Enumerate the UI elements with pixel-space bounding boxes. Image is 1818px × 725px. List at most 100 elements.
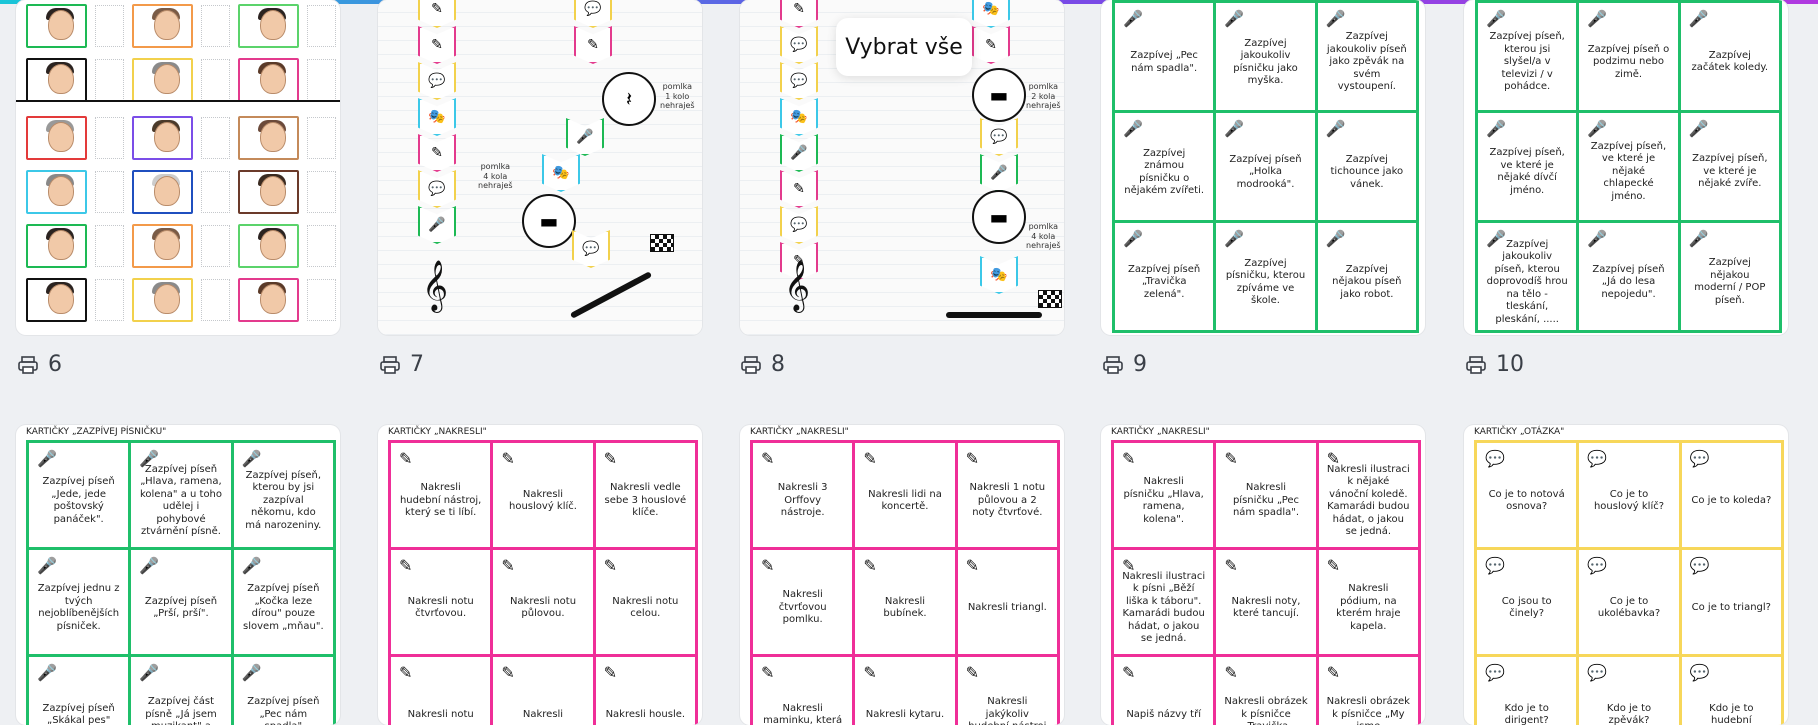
page-number-label: 8 [771,352,785,377]
card-text: Zazpívej píseň „Holka modrooká". [1229,153,1302,190]
card-text: Zazpívej jakoukoliv píseň jako zpěvák na… [1326,31,1407,93]
speech-bubble-icon: 💬 [1689,449,1710,468]
page-thumbnail-12[interactable]: KARTIČKY „NAKRESLI" ✎Nakresli hudební ná… [378,425,702,725]
pen-icon: ✎ [1224,449,1238,468]
card-text: Nakresli triangl. [967,601,1047,613]
card: 🎤Zazpívej píseň „Skákal pes" [29,657,129,725]
printer-icon [1103,355,1123,374]
pen-icon: ✎ [399,663,413,682]
card-text: Nakresli písničku „Pec nám spadla". [1232,482,1300,519]
pen-icon: ✎ [603,556,618,575]
pen-icon: ✎ [863,449,877,468]
mic-icon: 🎤 [241,556,262,575]
mic-icon: 🎤 [1486,118,1506,138]
card-text: Nakresli pódium, na kterém hraje kapela. [1336,583,1401,632]
page-thumbnail-11[interactable]: KARTIČKY „ZAZPÍVEJ PÍSNIČKU" 🎤Zazpívej p… [16,425,340,725]
card: 🎤Zazpívej známou písničku o nějakém zvíř… [1115,113,1214,220]
card: 💬Co jsou to činely? [1477,550,1577,654]
card-text: Co je to koleda? [1691,494,1772,506]
card: ✎Nakresli ilustraci k nějaké vánoční kol… [1318,443,1418,547]
card-text: Zazpívej píseň, kterou by jsi zazpíval n… [245,469,322,531]
card: 🎤Zazpívej píseň „Hlava, ramena, kolena" … [131,443,231,547]
page-number-label: 10 [1496,352,1524,377]
card: 💬 Co je to ukolébavka? [1579,550,1679,654]
card: ✎Nakresli housle. [595,657,695,725]
card-text: Zazpívej píseň, kterou jsi slyšel/a v te… [1489,31,1565,93]
card-text: Nakresli čtvrťovou pomlku. [778,589,827,626]
speech-bubble-icon: 💬 [1485,663,1505,682]
card: ✎Nakresli [493,657,593,725]
page-thumbnail-6[interactable] [16,0,340,335]
mic-icon: 🎤 [780,134,818,172]
card-text: Nakresli kytaru. [865,708,945,720]
card: ✎Nakresli vedle sebe 3 houslové klíče. [595,443,695,547]
page-number-9[interactable]: 9 [1103,352,1147,377]
mic-icon: 🎤 [241,449,262,468]
card: 🎤Zazpívej píseň, kterou jsi slyšel/a v t… [1478,3,1577,110]
pen-icon: ✎ [761,556,775,575]
mic-icon: 🎤 [1688,228,1709,248]
page-number-10[interactable]: 10 [1466,352,1524,377]
card: 🎤Zazpívej jednu z tvých nejoblíbenějších… [29,550,129,654]
pen-icon: ✎ [972,26,1010,64]
card-text: Zazpívej píseň „Pec nám spadla" [247,696,320,725]
pen-icon: ✎ [965,556,980,575]
mic-icon: 🎤 [1587,228,1608,248]
card-text: Nakresli obrázek k písničce „My jsme [1326,696,1410,725]
page-thumbnail-15[interactable]: KARTIČKY „OTÁZKA" 💬Co je to notová osnov… [1464,425,1788,725]
card: ✎Nakresli ilustraci k písni „Běží liška … [1114,550,1214,654]
page-number-6[interactable]: 6 [18,352,62,377]
page-thumbnail-9[interactable]: 🎤Zazpívej „Pec nám spadla".🎤Zazpívej jak… [1101,0,1425,335]
page-number-7[interactable]: 7 [380,352,424,377]
mic-icon: 🎤 [1688,9,1709,28]
card: 🎤Zazpívej nějakou moderní / POP píseň. [1680,222,1779,330]
pen-icon: ✎ [1122,556,1136,575]
card: 💬Kdo je to zpěvák? [1579,657,1679,725]
draw-cards-grid: ✎Nakresli 3 Orffovy nástroje.✎Nakresli l… [750,440,1060,725]
mic-icon: 🎤 [37,449,57,468]
baton-line [569,271,653,319]
page-number-8[interactable]: 8 [741,352,785,377]
sing-cards-grid: 🎤Zazpívej „Pec nám spadla".🎤Zazpívej jak… [1112,0,1419,333]
card-text: Nakresli jakýkoliv hudební nástroj [968,696,1046,725]
card-text: Zazpívej píseň „Jede, jede poštovský pan… [42,476,115,525]
card: 🎤Zazpívej píseň „Pec nám spadla" [233,657,333,725]
speech-bubble-icon: 💬 [1587,556,1608,575]
card-text: Zazpívej píseň „Travička zelená". [1128,263,1201,300]
card-text: Nakresli housle. [605,708,686,720]
mask-icon: 🎭 [418,98,456,136]
card-text: Nakresli maminku, která [763,702,843,725]
page-thumbnail-10[interactable]: 🎤 Zazpívej píseň, kterou jsi slyšel/a v t… [1464,0,1788,335]
mask-icon: 🎭 [542,154,580,192]
mic-icon: 🎤 [1123,9,1143,28]
card: 💬Co je to triangl? [1681,550,1781,654]
card-text: Zazpívej jakoukoliv píseň, kterou doprov… [1486,238,1568,325]
card: ✎Nakresli bubínek. [855,550,955,654]
card: ✎Nakresli 3 Orffovy nástroje. [753,443,853,547]
printer-icon [741,355,761,374]
cards-title: KARTIČKY „NAKRESLI" [750,427,849,437]
pen-icon: ✎ [863,663,877,682]
page-thumbnail-14[interactable]: KARTIČKY „NAKRESLI" ✎ Nakresli písničku „… [1101,425,1425,725]
page-thumbnail-13[interactable]: KARTIČKY „NAKRESLI" ✎Nakresli 3 Orffovy … [740,425,1064,725]
cards-title: KARTIČKY „NAKRESLI" [1111,427,1210,437]
pen-icon: ✎ [1224,556,1238,575]
card: 🎤Zazpívej píseň, ve které je nějaké zvíř… [1680,112,1779,220]
pen-icon: ✎ [501,556,515,575]
card: ✎Nakresli houslový klíč. [493,443,593,547]
treble-clef-icon: 𝄞 [784,260,811,311]
card-text: Co je to ukolébavka? [1597,595,1661,620]
pen-icon: ✎ [418,26,456,64]
card-text: Co je to houslový klíč? [1593,488,1665,513]
card-text: Zazpívej jakoukoliv písničku jako myška. [1233,37,1298,87]
card-text: Kdo je to dirigent? [1504,702,1549,725]
card-text: Nakresli notu [407,708,474,720]
card: 🎤 Zazpívej píseň „Jede, jede poštovský pa… [29,443,129,547]
select-all-tooltip[interactable]: Vybrat vše [836,18,972,76]
card: 💬 Co je to koleda? [1681,443,1781,547]
card: 🎤Zazpívej píseň „Já do lesa nepojedu". [1579,222,1678,330]
card: 🎤Zazpívej píseň o podzimu nebo zimě. [1579,3,1678,110]
rest-icon: ▬ [972,190,1026,244]
